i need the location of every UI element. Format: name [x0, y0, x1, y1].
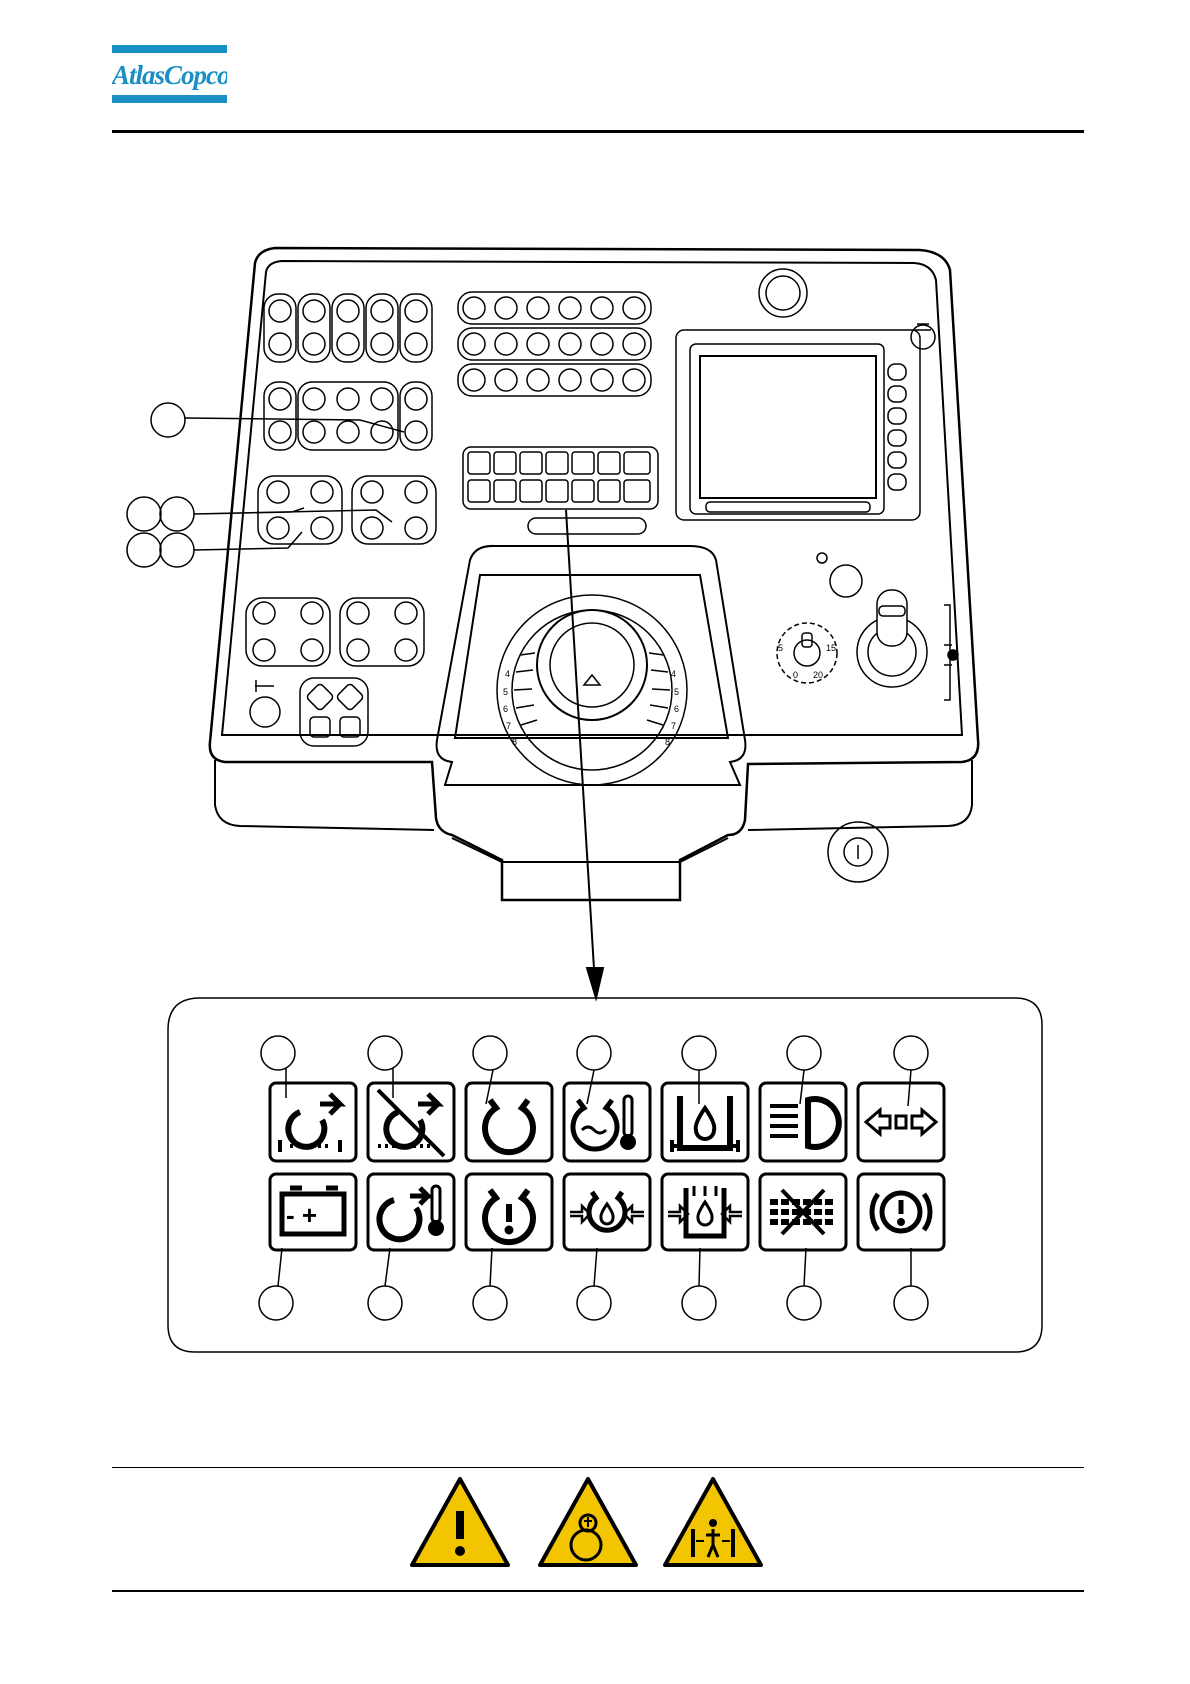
coolant-temperature-icon: [564, 1083, 650, 1161]
zoom-arrow: [566, 510, 603, 998]
left-switch-cluster: [246, 294, 436, 746]
parking-brake-icon: [858, 1174, 944, 1250]
oil-pressure-icon: [564, 1174, 650, 1250]
footer-rule-bottom: [112, 1590, 1084, 1592]
headlight-icon: [760, 1083, 846, 1161]
speed-label-5: 5: [778, 643, 783, 653]
warning-general-icon: [412, 1479, 508, 1565]
warning-crush-icon: [540, 1479, 636, 1565]
dial-tick-left-4: 4: [505, 669, 510, 679]
exhaust-temperature-icon: [368, 1174, 454, 1250]
vibration-off-icon: [760, 1174, 846, 1250]
dial-tick-right-6: 6: [674, 704, 679, 714]
display-unit: [676, 269, 935, 520]
regeneration-icon: [270, 1083, 356, 1161]
speed-label-15: 15: [826, 643, 836, 653]
dial-tick-left-8: 8: [512, 737, 517, 747]
regeneration-inhibit-icon: [368, 1083, 454, 1161]
engine-fault-icon: [466, 1174, 552, 1250]
right-controls: 5 0 15 20: [777, 553, 958, 882]
dial-tick-left-7: 7: [506, 721, 511, 731]
warning-symbols: [408, 1473, 770, 1573]
engine-icon: [466, 1083, 552, 1161]
dial-tick-right-7: 7: [671, 721, 676, 731]
console-indicator-panel: [463, 447, 658, 534]
top-switch-rows: [458, 292, 651, 396]
speed-label-20: 20: [813, 670, 823, 680]
dial-tick-right-8: 8: [665, 737, 670, 747]
hydraulic-oil-level-icon: [662, 1083, 748, 1161]
dial-tick-right-5: 5: [674, 687, 679, 697]
turn-signal-icon: [858, 1083, 944, 1161]
battery-polarity-label: - +: [286, 1200, 317, 1230]
battery-charge-icon: - +: [270, 1174, 356, 1250]
fuel-filter-icon: [662, 1174, 748, 1250]
footer-rule-top: [112, 1467, 1084, 1468]
dial-tick-right-4: 4: [671, 669, 676, 679]
warning-squeeze-icon: [665, 1479, 761, 1565]
steering-dial: 4 5 6 7 8 4 5 6 7 8: [497, 595, 687, 785]
dial-tick-left-5: 5: [503, 687, 508, 697]
dial-tick-left-6: 6: [503, 704, 508, 714]
speed-label-0: 0: [793, 670, 798, 680]
